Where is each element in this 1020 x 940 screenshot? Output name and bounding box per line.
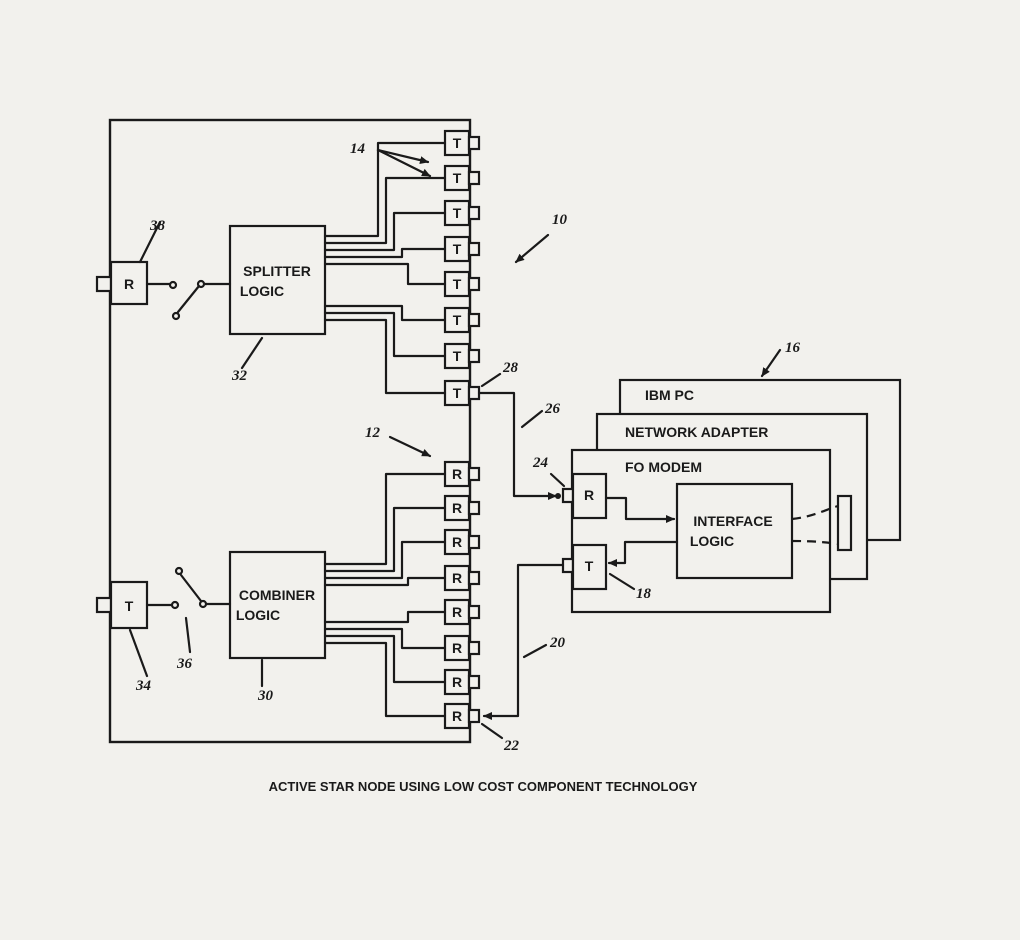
node-transmitter-label: T xyxy=(125,598,134,614)
receiver-port-label: R xyxy=(452,534,462,550)
ref-14: 14 xyxy=(350,141,366,157)
transmitter-port-label: T xyxy=(453,241,462,257)
receiver-port: R xyxy=(445,670,479,694)
ref-20: 20 xyxy=(549,635,566,651)
ibm-pc-label: IBM PC xyxy=(645,387,694,403)
diagram-caption: ACTIVE STAR NODE USING LOW COST COMPONEN… xyxy=(269,779,698,794)
receiver-port: R xyxy=(445,462,479,486)
receiver-port-label: R xyxy=(452,570,462,586)
pointer-16 xyxy=(762,350,780,376)
interface-label-line2: LOGIC xyxy=(690,533,734,549)
transmitter-port: T xyxy=(445,131,479,155)
receiver-port-label: R xyxy=(452,466,462,482)
pointer-22 xyxy=(482,724,502,738)
interface-logic-block: INTERFACE LOGIC xyxy=(677,484,792,578)
combiner-label-line1: COMBINER xyxy=(239,587,315,603)
pointer-28 xyxy=(482,374,500,386)
ref-28: 28 xyxy=(502,360,519,376)
transmitter-port-label: T xyxy=(453,385,462,401)
splitter-label-line1: SPLITTER xyxy=(243,263,311,279)
ref-16: 16 xyxy=(785,340,801,356)
receiver-port-label: R xyxy=(452,604,462,620)
transmitter-port-label: T xyxy=(453,170,462,186)
receiver-port-label: R xyxy=(452,640,462,656)
transmitter-port-label: T xyxy=(453,135,462,151)
receiver-port: R xyxy=(445,636,479,660)
receiver-port: R xyxy=(445,530,479,554)
ref-12: 12 xyxy=(365,425,381,441)
receiver-port: R xyxy=(445,704,479,728)
splitter-label-line2: LOGIC xyxy=(240,283,284,299)
receiver-port: R xyxy=(445,496,479,520)
fiber-end-dot xyxy=(555,493,561,499)
transmitter-port: T xyxy=(445,201,479,225)
modem-receiver: R xyxy=(563,474,606,518)
combiner-label-line2: LOGIC xyxy=(236,607,280,623)
pointer-10 xyxy=(516,235,548,262)
modem-transmitter: T xyxy=(563,545,606,589)
pointer-24 xyxy=(551,474,564,486)
ref-18: 18 xyxy=(636,586,652,602)
ref-26: 26 xyxy=(544,401,561,417)
modem-transmitter-label: T xyxy=(585,558,594,574)
ref-32: 32 xyxy=(231,368,248,384)
ref-38: 38 xyxy=(149,218,166,234)
combiner-logic-block: COMBINER LOGIC xyxy=(230,552,325,658)
pointer-26 xyxy=(522,411,542,427)
receiver-port-label: R xyxy=(452,500,462,516)
transmitter-port-label: T xyxy=(453,312,462,328)
ref-34: 34 xyxy=(135,678,152,694)
receiver-port-label: R xyxy=(452,708,462,724)
node-receiver-label: R xyxy=(124,276,134,292)
modem-receiver-label: R xyxy=(584,487,594,503)
transmitter-port: T xyxy=(445,381,479,405)
transmitter-port: T xyxy=(445,237,479,261)
transmitter-port: T xyxy=(445,344,479,368)
fo-modem-label: FO MODEM xyxy=(625,459,702,475)
receiver-port: R xyxy=(445,600,479,624)
transmitter-port: T xyxy=(445,272,479,296)
node-transmitter: T xyxy=(97,582,147,628)
pointer-20 xyxy=(524,645,546,657)
ref-30: 30 xyxy=(257,688,274,704)
transmitter-port-label: T xyxy=(453,276,462,292)
receiver-port: R xyxy=(445,566,479,590)
network-adapter-label: NETWORK ADAPTER xyxy=(625,424,768,440)
splitter-logic-block: SPLITTER LOGIC xyxy=(230,226,325,334)
interface-label-line1: INTERFACE xyxy=(693,513,772,529)
pc-bus-connector xyxy=(838,496,851,550)
transmitter-port-label: T xyxy=(453,348,462,364)
ref-22: 22 xyxy=(503,738,520,754)
transmitter-port: T xyxy=(445,308,479,332)
transmitter-port: T xyxy=(445,166,479,190)
ref-36: 36 xyxy=(176,656,193,672)
ref-10: 10 xyxy=(552,212,568,228)
transmitter-port-label: T xyxy=(453,205,462,221)
node-receiver: R xyxy=(97,262,147,304)
ref-24: 24 xyxy=(532,455,549,471)
receiver-port-label: R xyxy=(452,674,462,690)
